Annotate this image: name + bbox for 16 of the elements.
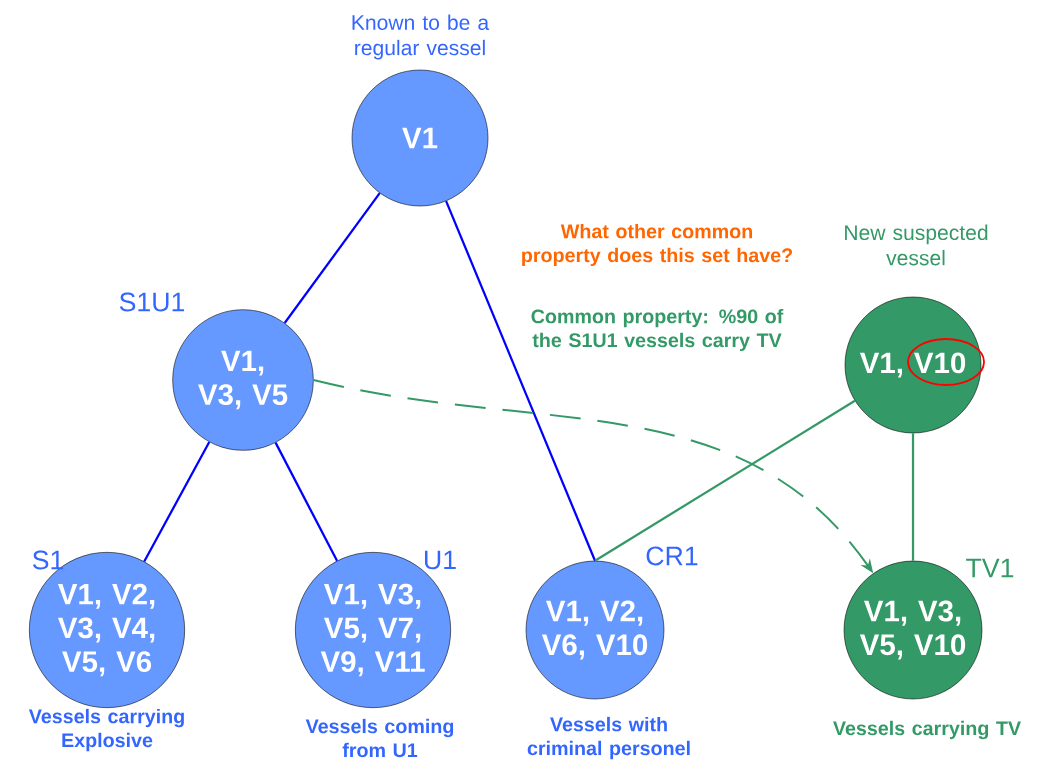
set-description: Vessels with criminal personel — [527, 716, 690, 760]
connector-line — [445, 200, 597, 562]
connector-line — [594, 399, 856, 562]
note-text: What other common property does this set have? — [522, 223, 792, 267]
set-description: Vessels carrying TV — [833, 720, 1021, 740]
connector-line — [283, 192, 381, 324]
caption-text: New suspected vessel — [845, 224, 988, 266]
connector-line — [143, 441, 211, 563]
set-name: S1U1 — [119, 292, 185, 312]
connector-line — [911, 433, 915, 561]
caption-text: Known to be a regular vessel — [352, 14, 490, 60]
connector-line — [274, 442, 339, 562]
set-description: Vessels coming from U1 — [305, 718, 454, 758]
set-name: S1 — [32, 550, 63, 570]
note-text: Common property: %90 of the S1U1 vessels carry TV — [531, 308, 784, 352]
set-description: Vessels carrying Explosive — [28, 708, 184, 752]
